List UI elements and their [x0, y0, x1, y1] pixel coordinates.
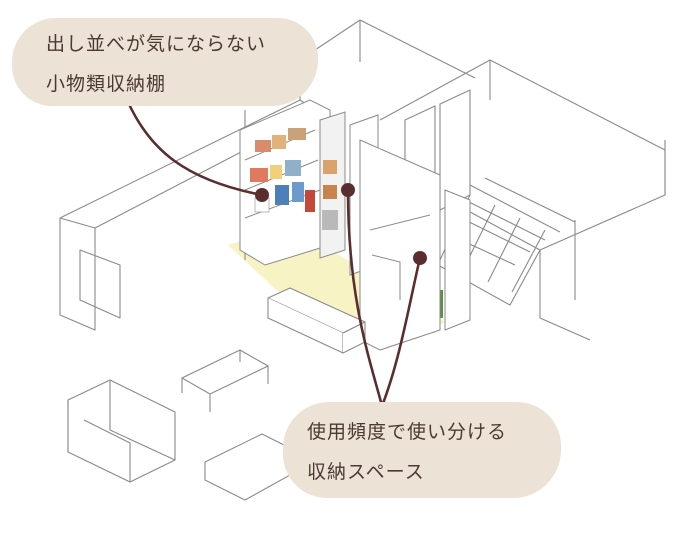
callout-storage-line1: 使用頻度で使い分ける [307, 421, 508, 443]
marker-dot-closet [413, 251, 427, 265]
callout-storage-line2: 収納スペース [307, 461, 425, 483]
storage-shelves [239, 99, 379, 276]
furniture [67, 287, 366, 501]
callout-shelf-line2: 小物類収納棚 [46, 73, 167, 95]
leader-lines [126, 100, 422, 408]
marker-dot-center [341, 183, 355, 197]
callout-storage: 使用頻度で使い分ける 収納スペース [283, 402, 561, 498]
leader-line-bottom-a [346, 188, 384, 408]
callout-shelf-line1: 出し並べが気にならない [46, 33, 267, 55]
marker-dot-shelf [255, 188, 269, 202]
leader-line-top [126, 100, 264, 197]
leader-line-bottom-b [380, 256, 422, 408]
closet-unit [359, 139, 471, 351]
callout-shelf: 出し並べが気にならない 小物類収納棚 [12, 18, 318, 106]
